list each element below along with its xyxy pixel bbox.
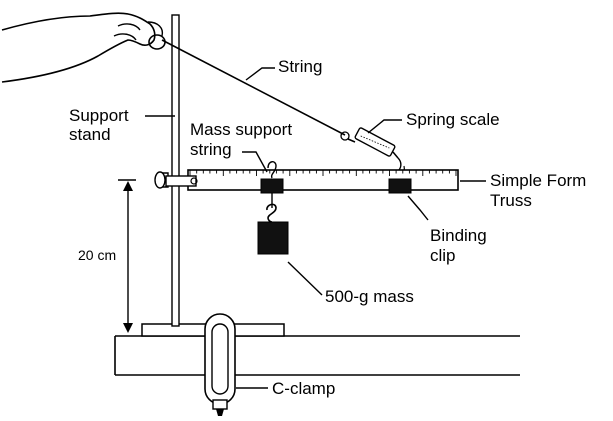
rod-clamp bbox=[154, 171, 198, 189]
hanging-string bbox=[266, 193, 277, 226]
label-mass: 500-g mass bbox=[325, 287, 414, 306]
label-support-stand-line2: stand bbox=[69, 125, 111, 144]
label-support-stand-line1: Support bbox=[69, 106, 129, 125]
binding-clip-left bbox=[260, 178, 284, 194]
support-rod bbox=[171, 14, 180, 327]
height-dimension bbox=[118, 179, 136, 333]
label-mass-support-line2: string bbox=[190, 140, 232, 159]
label-spring-scale: Spring scale bbox=[406, 110, 500, 129]
mass-block bbox=[257, 221, 289, 255]
label-string: String bbox=[278, 57, 322, 76]
label-binding-line2: clip bbox=[430, 246, 456, 265]
hand-icon bbox=[1, 12, 166, 83]
leader-lines bbox=[145, 67, 486, 389]
label-height: 20 cm bbox=[78, 247, 116, 263]
truss-ruler bbox=[187, 169, 459, 191]
binding-clip-right bbox=[388, 178, 412, 194]
label-binding-line1: Binding bbox=[430, 226, 487, 245]
c-clamp bbox=[204, 313, 236, 416]
label-c-clamp: C-clamp bbox=[272, 379, 335, 398]
table bbox=[114, 335, 520, 376]
label-truss-line1: Simple Form bbox=[490, 171, 586, 190]
label-truss-line2: Truss bbox=[490, 191, 532, 210]
mass-support-hook bbox=[267, 161, 277, 179]
pull-string bbox=[161, 39, 346, 136]
spring-scale bbox=[340, 127, 405, 177]
label-mass-support-line1: Mass support bbox=[190, 120, 292, 139]
